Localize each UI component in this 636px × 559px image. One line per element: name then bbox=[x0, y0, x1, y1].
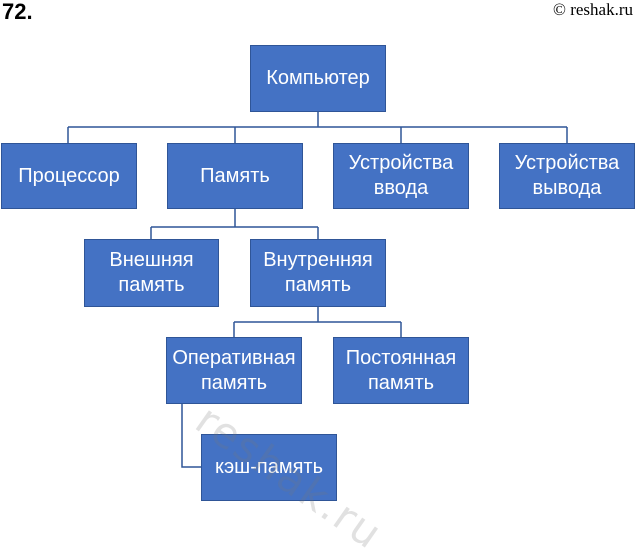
node-computer: Компьютер bbox=[250, 45, 386, 112]
edge-internal-bus bbox=[234, 307, 401, 323]
node-input-devices: Устройства ввода bbox=[333, 143, 469, 209]
task-number: 72. bbox=[2, 0, 33, 24]
node-cache: кэш-память bbox=[201, 434, 337, 501]
node-ram: Оперативная память bbox=[166, 337, 302, 404]
node-external-memory: Внешняя память bbox=[84, 239, 219, 307]
node-processor: Процессор bbox=[1, 143, 137, 209]
node-memory: Память bbox=[167, 143, 303, 209]
connector-lines bbox=[67, 112, 568, 468]
node-output-devices: Устройства вывода bbox=[499, 143, 635, 209]
site-credit: © reshak.ru bbox=[553, 0, 633, 19]
edge-ram-cache bbox=[181, 404, 201, 468]
edge-memory-bus bbox=[151, 209, 318, 228]
node-rom: Постоянная память bbox=[333, 337, 469, 404]
node-internal-memory: Внутренняя память bbox=[250, 239, 386, 307]
edge-computer-bus bbox=[68, 112, 567, 128]
